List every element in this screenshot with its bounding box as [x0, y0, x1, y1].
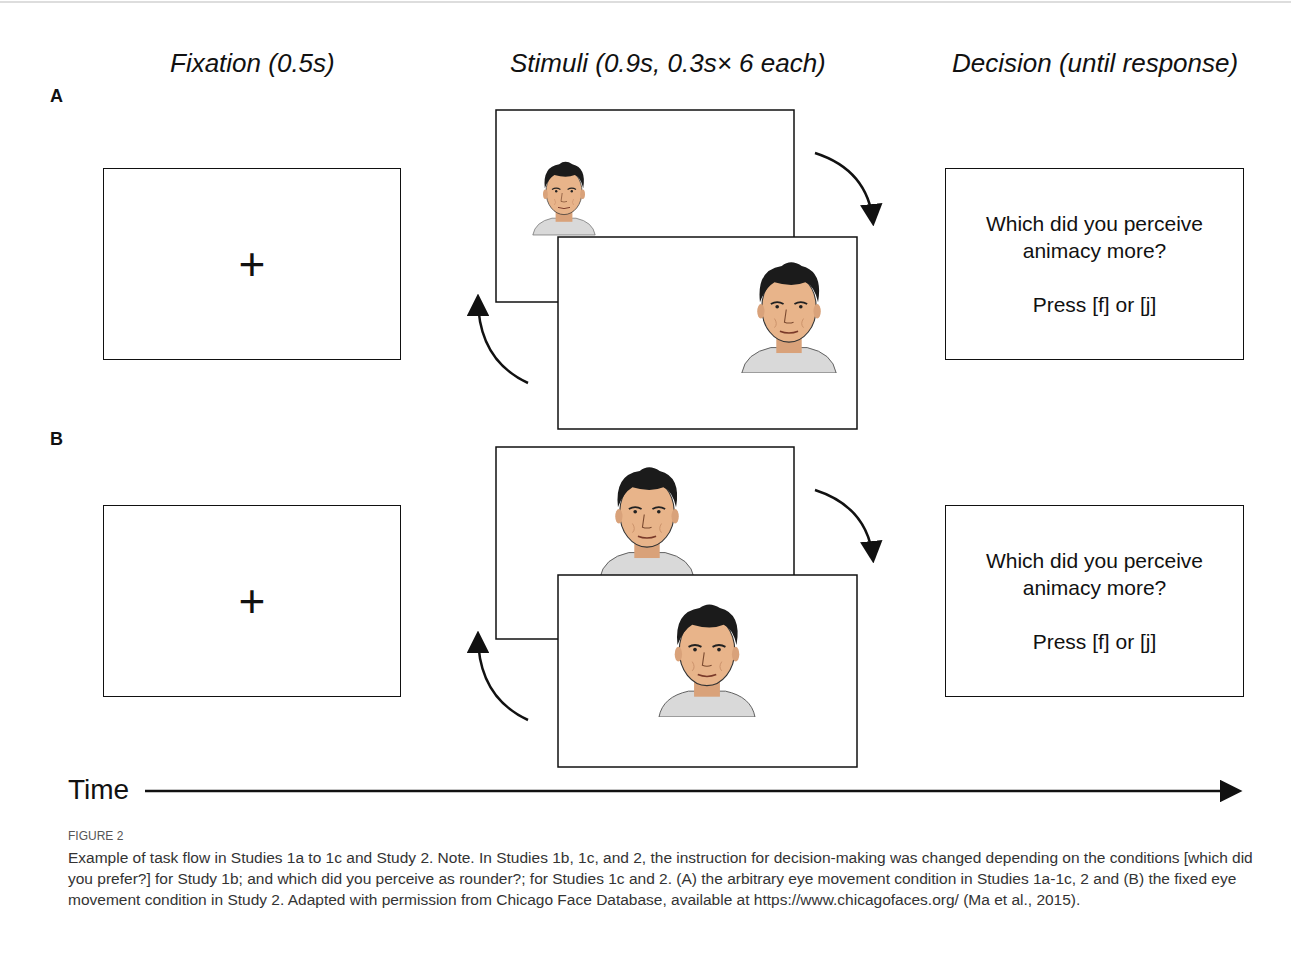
key-instruction: Press [f] or [j]	[1033, 291, 1157, 318]
fixation-cross: +	[239, 578, 266, 624]
figure-number: FIGURE 2	[68, 829, 123, 843]
question-text: Which did you perceive animacy more?	[970, 210, 1220, 265]
fixation-box: +	[103, 168, 401, 360]
axis-label: Time	[68, 774, 129, 806]
fixation-cross: +	[239, 241, 266, 287]
key-instruction: Press [f] or [j]	[1033, 628, 1157, 655]
column-header: Decision (until response)	[952, 48, 1238, 79]
figure-caption: Example of task flow in Studies 1a to 1c…	[68, 847, 1258, 910]
column-header: Stimuli (0.9s, 0.3s× 6 each)	[510, 48, 826, 79]
column-header: Fixation (0.5s)	[170, 48, 335, 79]
decision-box: Which did you perceive animacy more? Pres…	[945, 505, 1244, 697]
question-text: Which did you perceive animacy more?	[970, 547, 1220, 602]
fixation-box: +	[103, 505, 401, 697]
panel-letter: A	[50, 86, 63, 107]
panel-letter: B	[50, 429, 63, 450]
decision-box: Which did you perceive animacy more? Pres…	[945, 168, 1244, 360]
